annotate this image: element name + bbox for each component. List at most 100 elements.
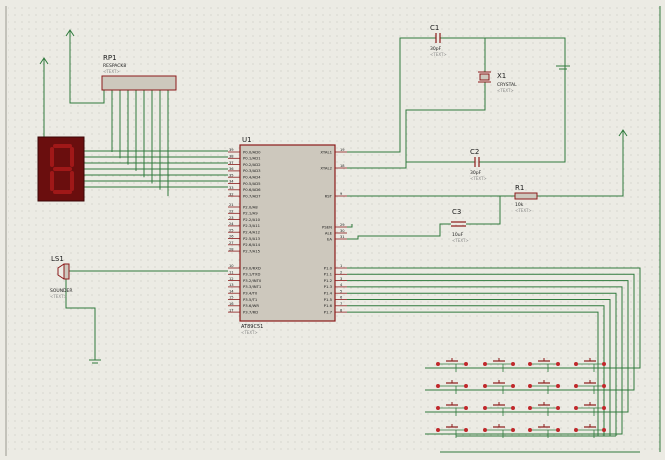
power-arrow-reset [618, 129, 628, 137]
u1-left-pin-number: 17 [229, 308, 234, 312]
keypad-button[interactable] [436, 424, 468, 438]
keypad-button[interactable] [483, 424, 515, 438]
keypad-button-right-dot [556, 384, 560, 388]
power-arrow-respack [65, 29, 75, 37]
r1-value: 10k [515, 202, 524, 208]
ls1-hint: <TEXT> [50, 294, 67, 299]
u1-left-pin-name: P0.7/AD7 [243, 193, 261, 198]
u1-left-pin-number: 24 [229, 222, 234, 226]
keypad-button[interactable] [574, 424, 606, 438]
keypad-button-right-dot [464, 362, 468, 366]
u1-left-pin-name: P2.5/A13 [243, 236, 261, 241]
u1-left-pin-number: 10 [229, 264, 234, 268]
u1-left-pin-name: P3.4/T0 [243, 291, 258, 296]
u1-right-pin-number: 9 [340, 192, 343, 196]
crystal-x1[interactable]: X1 CRYSTAL <TEXT> [478, 71, 517, 93]
u1-right-pin-number: 30 [340, 229, 345, 233]
u1-right-pin-number: 1 [340, 264, 342, 268]
u1-right-pin-name: P1.7 [324, 309, 333, 314]
u1-left-pin-name: P2.3/A11 [243, 223, 261, 228]
u1-left-pin-number: 34 [229, 180, 234, 184]
wire [347, 224, 353, 228]
u1-left-pin-number: 35 [229, 173, 234, 177]
c3-hint: <TEXT> [452, 238, 469, 243]
u1-right-pin-number: 18 [340, 164, 345, 168]
c1-ref: C1 [430, 24, 439, 32]
keypad-button[interactable] [483, 380, 515, 394]
keypad-button[interactable] [483, 358, 515, 372]
keypad-button-left-dot [483, 406, 487, 410]
u1-left-pin-number: 12 [229, 277, 234, 281]
rp1-ref: RP1 [103, 54, 117, 62]
u1-right-pin-number: 4 [340, 283, 343, 287]
u1-left-pin-name: P2.1/A9 [243, 211, 258, 216]
keypad-button-left-dot [528, 428, 532, 432]
r1-body [514, 192, 538, 200]
respack-rp1[interactable]: RP1 RESPACK8 <TEXT> [101, 54, 177, 91]
u1-left-pin-name: P2.6/A14 [243, 242, 261, 247]
wire [347, 299, 611, 436]
keypad-button[interactable] [528, 424, 560, 438]
u1-left-pin-number: 36 [229, 167, 234, 171]
u1-hint: <TEXT> [241, 330, 258, 335]
u1-left-pin-name: P3.5/T1 [243, 297, 258, 302]
capacitor-c2[interactable]: C2 30pF <TEXT> [470, 148, 487, 181]
u1-left-pin-number: 38 [229, 155, 234, 159]
keypad-button[interactable] [528, 380, 560, 394]
capacitor-c3[interactable]: C3 10uF <TEXT> [451, 208, 469, 243]
u1-right-pin-name: P1.6 [324, 303, 333, 308]
u1-left-pin-name: P3.7/RD [243, 309, 258, 314]
keypad-button[interactable] [574, 402, 606, 416]
u1-left-pin-name: P2.4/A12 [243, 230, 261, 235]
keypad-button-left-dot [483, 428, 487, 432]
keypad-button-left-dot [528, 384, 532, 388]
rp1-body [101, 75, 177, 91]
keypad-button-right-dot [602, 406, 606, 410]
c2-hint: <TEXT> [470, 176, 487, 181]
u1-body [239, 144, 336, 322]
u1-left-pin-number: 15 [229, 296, 234, 300]
c2-ref: C2 [470, 148, 479, 156]
sounder-ls1[interactable]: LS1 SOUNDER <TEXT> [50, 255, 73, 299]
keypad-button-left-dot [436, 428, 440, 432]
wire [347, 286, 623, 435]
keypad-button[interactable] [528, 402, 560, 416]
c3-value: 10uF [452, 232, 464, 238]
x1-ref: X1 [497, 72, 506, 80]
keypad-button-left-dot [528, 362, 532, 366]
c3-ref: C3 [452, 208, 461, 216]
u1-right-pin-name: ALE [325, 230, 333, 235]
u1-left-pin-number: 13 [229, 283, 234, 287]
u1-right-pin-number: 7 [340, 302, 342, 306]
c2-value: 30pF [470, 170, 482, 176]
u1-right-pin-number: 29 [340, 223, 345, 227]
u1-left-pin-number: 32 [229, 192, 234, 196]
wire [347, 292, 617, 436]
keypad-button[interactable] [436, 380, 468, 394]
u1-right-pin-name: P1.4 [324, 291, 333, 296]
wire [347, 267, 641, 369]
seven-segment-display[interactable] [37, 136, 85, 202]
keypad-button[interactable] [574, 358, 606, 372]
wires [43, 6, 661, 453]
r1-ref: R1 [515, 184, 524, 192]
u1-left-pin-number: 33 [229, 186, 234, 190]
keypad-button[interactable] [528, 358, 560, 372]
keypad-button[interactable] [574, 380, 606, 394]
u1-left-pin-name: P2.0/A8 [243, 204, 258, 209]
keypad-4x4 [436, 358, 606, 438]
capacitor-c1[interactable]: C1 30pF <TEXT> [430, 24, 447, 57]
ls1-body [63, 263, 70, 280]
wire [479, 66, 566, 163]
rp1-value: RESPACK8 [103, 63, 126, 69]
keypad-button[interactable] [483, 402, 515, 416]
keypad-button-right-dot [464, 428, 468, 432]
wire [65, 279, 96, 360]
resistor-r1[interactable]: R1 10k <TEXT> [514, 184, 538, 213]
u1-right-pin-name: P1.1 [324, 272, 333, 277]
keypad-button[interactable] [436, 358, 468, 372]
keypad-button-left-dot [483, 384, 487, 388]
u1-left-pin-name: P0.4/AD4 [243, 175, 261, 180]
keypad-button[interactable] [436, 402, 468, 416]
